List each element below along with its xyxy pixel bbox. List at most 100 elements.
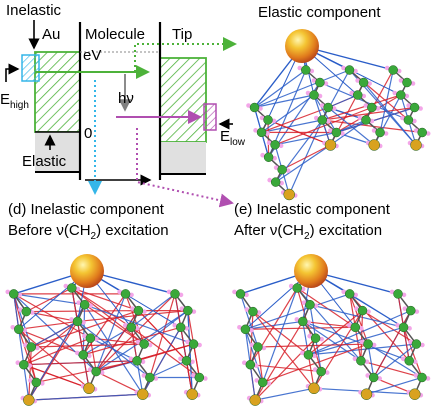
carbon-atom (72, 316, 83, 327)
hydrogen-atom (300, 286, 306, 292)
carbon-atom (235, 289, 246, 299)
sulfur-atom (308, 382, 320, 395)
hydrogen-atom (117, 289, 122, 295)
bond (363, 82, 417, 146)
sulfur-atom (360, 388, 373, 400)
bond (245, 320, 303, 330)
carbon-atom (19, 359, 29, 370)
hydrogen-atom (76, 300, 81, 306)
carbon-atom (298, 316, 308, 327)
carbon-atom (310, 333, 321, 343)
hydrogen-atom (355, 78, 360, 83)
hydrogen-atom (408, 339, 413, 345)
hydrogen-atom (273, 165, 279, 170)
bond (349, 293, 410, 362)
bond (18, 328, 84, 356)
hydrogen-atom (242, 360, 247, 366)
carbon-atom (256, 127, 267, 138)
hydrogen-atom (266, 140, 272, 146)
hydrogen-atom (135, 339, 141, 345)
hydrogen-atom (271, 118, 277, 124)
carbon-atom (417, 372, 427, 383)
e-low-box (203, 103, 217, 131)
hydrogen-atom (87, 367, 93, 372)
bond (95, 293, 127, 372)
sulfur-atom (409, 388, 421, 400)
hydrogen-atom (359, 326, 364, 331)
hydrogen-atom (134, 326, 140, 331)
carbon-atom (301, 65, 311, 75)
bond (367, 343, 375, 378)
hydrogen-atom (328, 128, 333, 133)
hydrogen-atom (285, 168, 291, 173)
energy-diagram: Inelastic Au Molecule Tip eV hν 0 Ehigh … (0, 2, 246, 208)
inelastic-before-molecule-rendering (5, 254, 208, 406)
hydrogen-atom (141, 373, 147, 378)
bond (77, 320, 151, 378)
carbon-atom (263, 152, 274, 162)
carbon-atom (356, 356, 366, 366)
hydrogen-atom (313, 303, 319, 309)
hydrogen-atom (301, 300, 307, 306)
carbon-atom (139, 339, 149, 349)
bond (71, 287, 132, 328)
hydrogen-atom (353, 68, 358, 74)
carbon-atom (31, 377, 42, 388)
hydrogen-atom (418, 106, 423, 111)
hydrogen-atom (384, 65, 390, 71)
hydrogen-atom (265, 131, 270, 136)
hydrogen-atom (353, 292, 359, 298)
hydrogen-atom (412, 359, 418, 365)
au-label: Au (42, 26, 60, 43)
carbon-atom (249, 102, 260, 113)
bond (77, 310, 188, 323)
hydrogen-atom (367, 81, 372, 86)
hydrogen-atom (312, 353, 317, 359)
hydrogen-atom (197, 342, 202, 348)
hydrogen-atom (99, 370, 105, 375)
carbon-atom (85, 333, 96, 343)
hydrogen-atom (179, 306, 185, 311)
carbon-atom (126, 322, 137, 333)
carbon-atom (270, 177, 281, 187)
hydrogen-atom (191, 309, 197, 314)
bond (308, 343, 417, 356)
hydrogen-atom (306, 320, 312, 325)
bond (28, 393, 143, 401)
sulfur-atom (83, 382, 95, 395)
hydrogen-atom (363, 103, 369, 108)
carbon-atom (79, 299, 90, 310)
hydrogen-atom (153, 376, 159, 381)
hydrogen-atom (27, 363, 33, 369)
sulfur-atom (137, 388, 149, 400)
bond (254, 321, 304, 401)
hydrogen-atom (5, 289, 11, 295)
carbon-atom (78, 350, 89, 360)
hydrogen-atom (294, 317, 300, 322)
bond (245, 326, 356, 330)
hydrogen-atom (232, 289, 237, 295)
carbon-atom (132, 356, 142, 366)
sulfur-atom (283, 188, 295, 201)
carbon-atom (303, 350, 314, 360)
hydrogen-atom (166, 289, 172, 295)
bond (254, 337, 317, 401)
bond (254, 69, 307, 108)
hydrogen-atom (88, 303, 93, 309)
sulfur-atom (410, 139, 422, 151)
bond (373, 343, 417, 378)
hydrogen-atom (244, 292, 249, 298)
carbon-atom (402, 77, 412, 88)
bond (309, 304, 404, 328)
elastic-label: Elastic (22, 153, 67, 170)
carbon-atom (277, 164, 287, 175)
carbon-atom (133, 305, 144, 316)
hydrogen-atom (17, 307, 23, 312)
hydrogen-atom (10, 325, 16, 330)
hydrogen-atom (288, 283, 294, 289)
carbon-atom (396, 90, 406, 100)
hydrogen-atom (75, 286, 81, 292)
carbon-atom (248, 306, 258, 317)
hydrogen-atom (279, 180, 284, 186)
carbon-atom (253, 342, 263, 352)
